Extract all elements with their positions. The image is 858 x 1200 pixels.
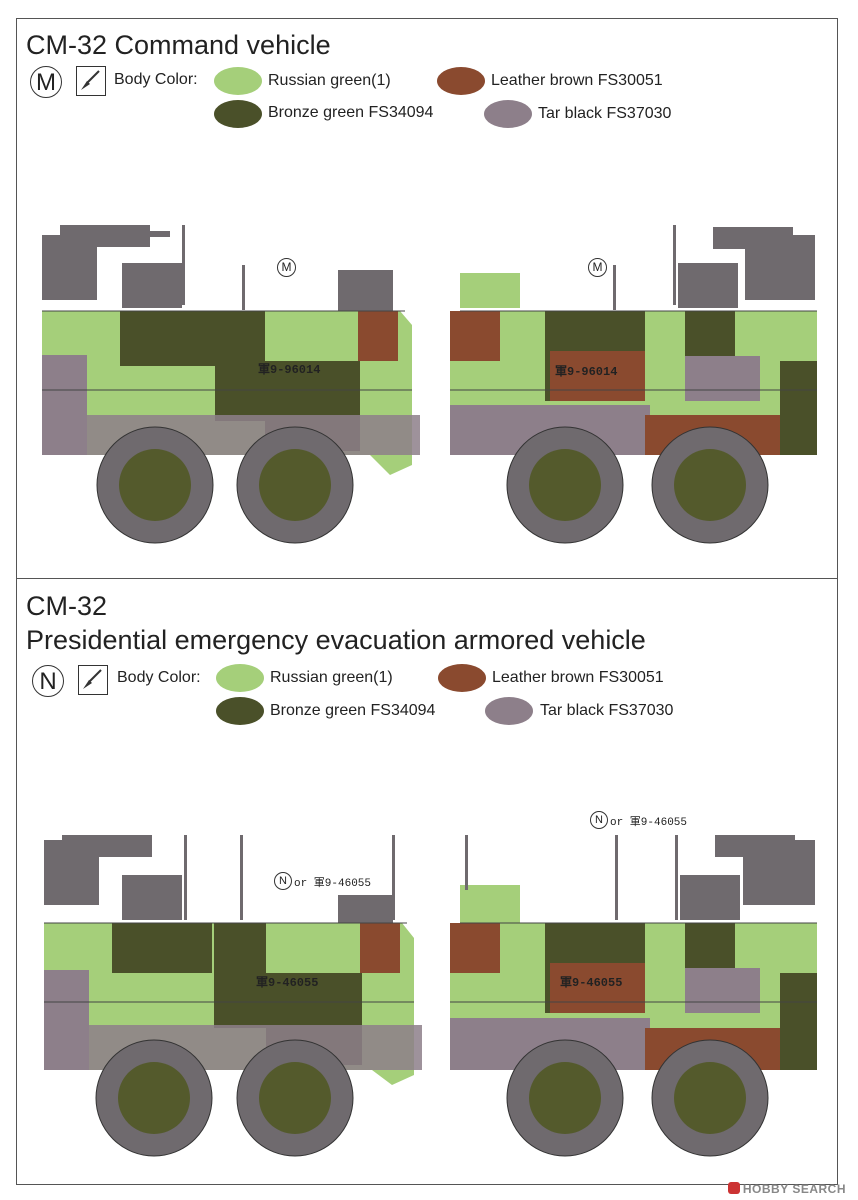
swatch-label: Bronze green FS34094 xyxy=(270,702,436,719)
swatch-label: Leather brown FS30051 xyxy=(492,669,664,686)
brush-icon xyxy=(76,66,106,96)
swatch-bronze-green xyxy=(214,100,262,128)
section-divider xyxy=(16,578,838,579)
callout-marker: M xyxy=(277,258,296,277)
body-color-label: Body Color: xyxy=(117,669,201,686)
brush-icon xyxy=(78,665,108,695)
section-1-badge: M xyxy=(30,66,62,98)
vehicle-left-profile xyxy=(42,225,420,544)
section-1-title: CM-32 Command vehicle xyxy=(26,30,331,60)
swatch-bronze-green xyxy=(216,697,264,725)
credit-text: HOBBY SEARCH xyxy=(742,1182,846,1196)
section-2-title-line-2: Presidential emergency evacuation armore… xyxy=(26,625,646,655)
vehicle-right-profile xyxy=(450,225,817,544)
swatch-label: Russian green(1) xyxy=(270,669,393,686)
swatch-russian-green xyxy=(216,664,264,692)
swatch-leather-brown xyxy=(437,67,485,95)
swatch-russian-green xyxy=(214,67,262,95)
watermark-credit: HOBBY SEARCH xyxy=(727,1182,846,1196)
callout-suffix: or 軍9-46055 xyxy=(610,817,688,829)
callout-marker: M xyxy=(588,258,607,277)
swatch-leather-brown xyxy=(438,664,486,692)
page-frame xyxy=(16,18,838,1185)
swatch-label: Bronze green FS34094 xyxy=(268,104,434,121)
vehicle-serial: 軍9-96014 xyxy=(258,363,321,377)
vehicle-serial: 軍9-96014 xyxy=(555,365,618,379)
swatch-tar-black xyxy=(485,697,533,725)
vehicle-serial: 軍9-46055 xyxy=(256,976,319,990)
callout-suffix: or 軍9-46055 xyxy=(294,878,372,890)
callout-marker: N xyxy=(274,872,292,890)
swatch-label: Tar black FS37030 xyxy=(540,702,674,719)
swatch-label: Russian green(1) xyxy=(268,72,391,89)
vehicle-right-profile xyxy=(450,835,817,1157)
hobby-search-logo-icon xyxy=(727,1182,740,1194)
body-color-label: Body Color: xyxy=(114,71,198,88)
section-2-badge: N xyxy=(32,665,64,697)
swatch-label: Leather brown FS30051 xyxy=(491,72,663,89)
swatch-tar-black xyxy=(484,100,532,128)
swatch-label: Tar black FS37030 xyxy=(538,105,672,122)
callout-marker: N xyxy=(590,811,608,829)
vehicle-left-profile xyxy=(44,835,422,1157)
vehicle-serial: 軍9-46055 xyxy=(560,976,623,990)
section-2-title-line-1: CM-32 xyxy=(26,591,108,621)
